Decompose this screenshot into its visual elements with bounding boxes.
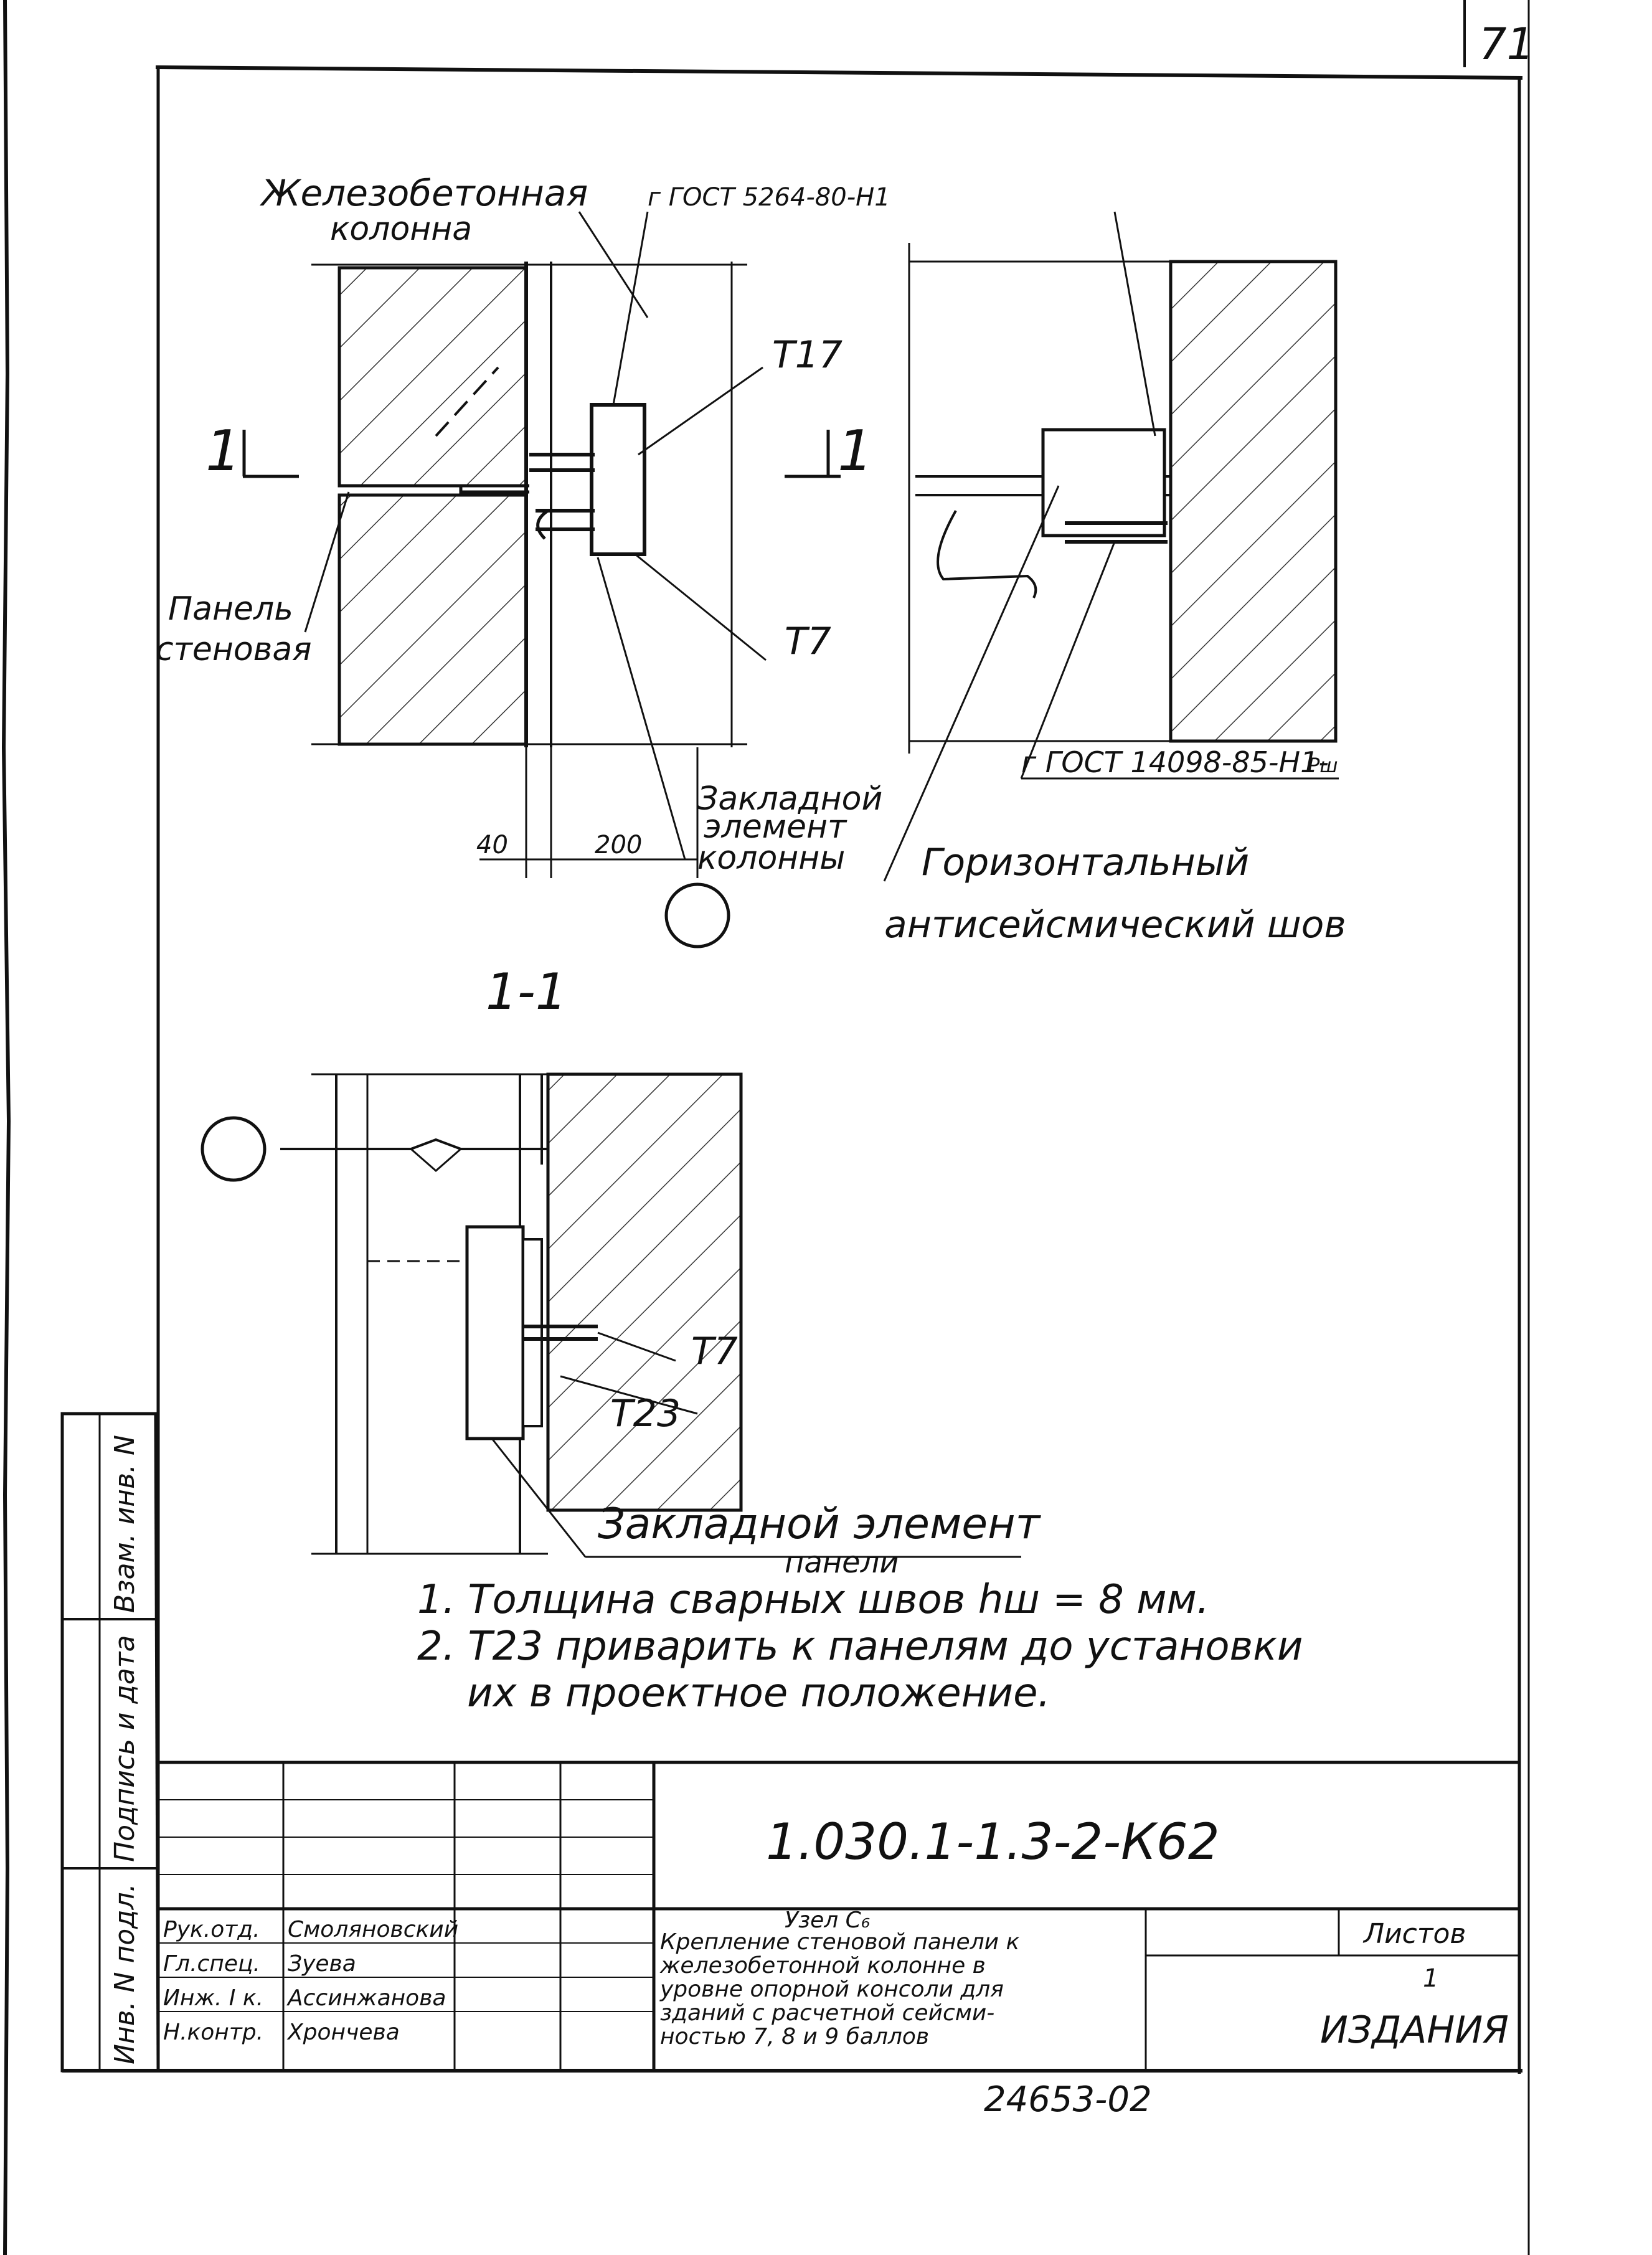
panel-lower [337,493,528,746]
sheet-value: 1 [1423,1964,1438,1993]
notes: 1. Толщина сварных швов hш = 8 мм. 2. Т2… [417,1577,1303,1716]
staff-name-3: Ассинжанова [286,1985,446,2011]
staff-role-1: Рук.отд. [163,1917,260,1942]
embed-plate-column [590,403,646,556]
labels: Железобетонная колонна г ГОСТ 5264-80-Н1… [156,172,1346,1580]
note-1: 1. Толщина сварных швов hш = 8 мм. [417,1577,1209,1623]
stamp-replace-inv: Взам. инв. N [109,1435,141,1613]
label-t17: Т17 [772,333,843,377]
label-gost-right-sub: Рш [1308,754,1338,777]
axis-bubble-section [201,1116,267,1182]
staff-name-4: Хрончева [286,2020,400,2045]
section-mark-left: 1 [205,418,241,484]
desc-line-5: зданий с расчетной сейсми- [660,2000,994,2026]
embed-plate-t23 [465,1225,525,1440]
axis-bubble-top [664,882,730,948]
org-name: ИЗДАНИЯ [1320,2008,1509,2052]
label-embed-col-1: Закладной [697,780,882,818]
stamp-sign-date: Подпись и дата [109,1635,141,1862]
dim-200: 200 [595,831,642,859]
label-seam-1: Горизонтальный [922,841,1249,884]
panel-section [546,1072,743,1512]
staff-role-3: Инж. I к. [163,1985,263,2011]
label-panel-2: стеновая [156,631,311,668]
label-gost-right: г ГОСТ 14098-85-Н1- [1021,745,1329,779]
sheets-label: Листов [1362,1918,1466,1950]
sheet-number: 71 [1479,19,1534,70]
title-block-text: 1.030.1-1.3-2-К62 Узел С₆ Крепление стен… [163,1813,1509,2120]
label-t7-top: Т7 [785,620,831,663]
note-3: их в проектное положение. [467,1670,1050,1716]
label-embed-panel-2: панели [785,1545,899,1580]
section-mark-right: 1 [838,418,873,484]
label-column-2: колонна [330,210,472,248]
label-embed-col-3: колонны [697,839,845,877]
binding-edge [1,0,11,2255]
staff-role-4: Н.контр. [163,2020,263,2045]
desc-line-3: железобетонной колонне в [659,1953,986,1978]
desc-line-4: уровне опорной консоли для [659,1977,1004,2002]
top-right-detail [883,211,1339,882]
label-t7-section: Т7 [691,1330,738,1373]
drawing-code: 1.030.1-1.3-2-К62 [766,1813,1220,1871]
label-embed-panel-1: Закладной элемент [598,1500,1042,1549]
top-left-detail [242,211,841,948]
label-gost-top: г ГОСТ 5264-80-Н1 [648,183,890,212]
embed-plate-right [1041,428,1166,537]
label-column-1: Железобетонная [260,172,588,214]
side-stamp [60,1412,160,2073]
archive-number: 24653-02 [984,2079,1152,2120]
desc-line-6: ностью 7, 8 и 9 баллов [660,2024,929,2049]
label-t23: Т23 [610,1392,681,1435]
section-1-1 [201,1072,1021,1558]
stamp-inv-orig: Инв. N подл. [109,1883,141,2064]
section-title: 1-1 [486,963,567,1021]
side-stamp-text: Взам. инв. N Подпись и дата Инв. N подл. [109,1435,141,2064]
dim-40: 40 [476,831,508,859]
staff-role-2: Гл.спец. [163,1951,260,1977]
column-section [1169,260,1338,743]
label-panel-1: Панель [168,590,293,628]
label-embed-col-2: элемент [704,808,847,846]
panel-upper [337,266,528,488]
desc-line-1: Узел С₆ [785,1908,870,1933]
staff-name-2: Зуева [288,1951,356,1977]
desc-line-2: Крепление стеновой панели к [660,1929,1019,1955]
label-seam-2: антисейсмический шов [884,903,1346,947]
title-block [156,1761,1521,2073]
note-2: 2. Т23 приварить к панелям до установки [417,1624,1303,1670]
staff-name-1: Смоляновский [288,1917,458,1942]
